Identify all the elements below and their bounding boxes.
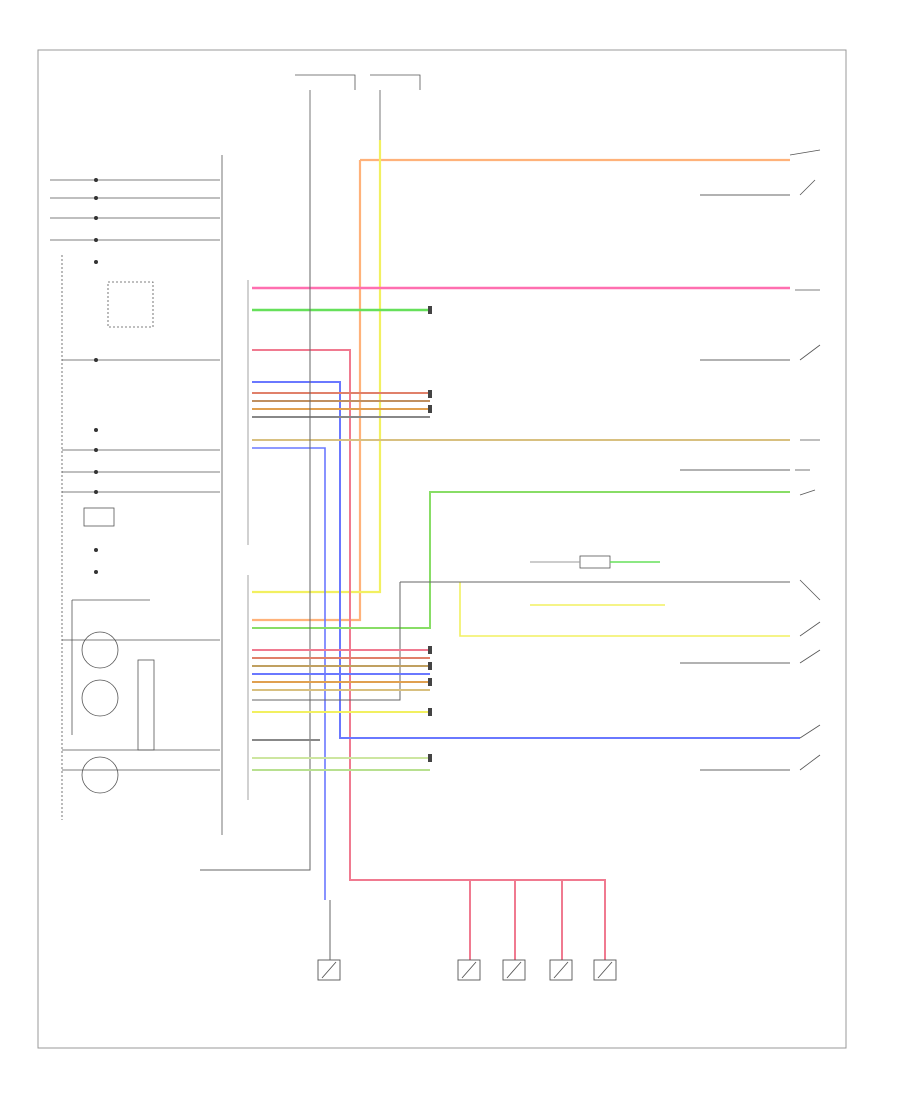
connector-markers <box>428 306 432 762</box>
wire-door-switch <box>252 349 606 960</box>
indicator-rows <box>50 179 220 771</box>
wire-yellow <box>252 140 382 594</box>
right-components <box>789 149 821 771</box>
wire-black <box>305 140 311 871</box>
cluster-resistor <box>83 507 115 527</box>
instrument-cluster <box>50 155 223 835</box>
diagram-frame <box>37 49 847 1049</box>
gauge-top <box>81 631 119 669</box>
cluster-circuit-board <box>137 659 155 751</box>
center-component-box <box>579 555 611 569</box>
indicator-dots <box>94 178 98 574</box>
cluster-relay <box>107 281 154 328</box>
wire-bundle-lower <box>252 649 430 771</box>
wire-yellow-branch <box>459 582 790 637</box>
gauge-bottom <box>81 756 119 794</box>
wire-green-long <box>252 491 790 629</box>
fuse-sources <box>295 74 421 140</box>
gauge-middle <box>81 679 119 717</box>
wire-bundle-upper <box>252 392 430 418</box>
bottom-switches <box>317 959 617 981</box>
wire-blue <box>252 381 800 739</box>
